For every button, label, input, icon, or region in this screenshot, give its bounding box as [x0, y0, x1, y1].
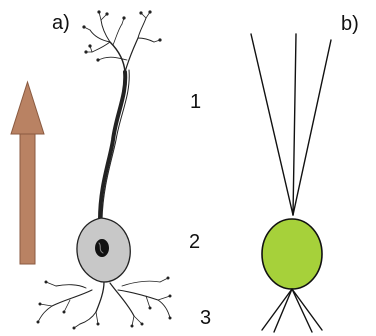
neuron-drawing-icon — [37, 10, 172, 329]
simplified-neuron-icon — [251, 34, 331, 332]
up-arrow-icon — [11, 82, 44, 264]
